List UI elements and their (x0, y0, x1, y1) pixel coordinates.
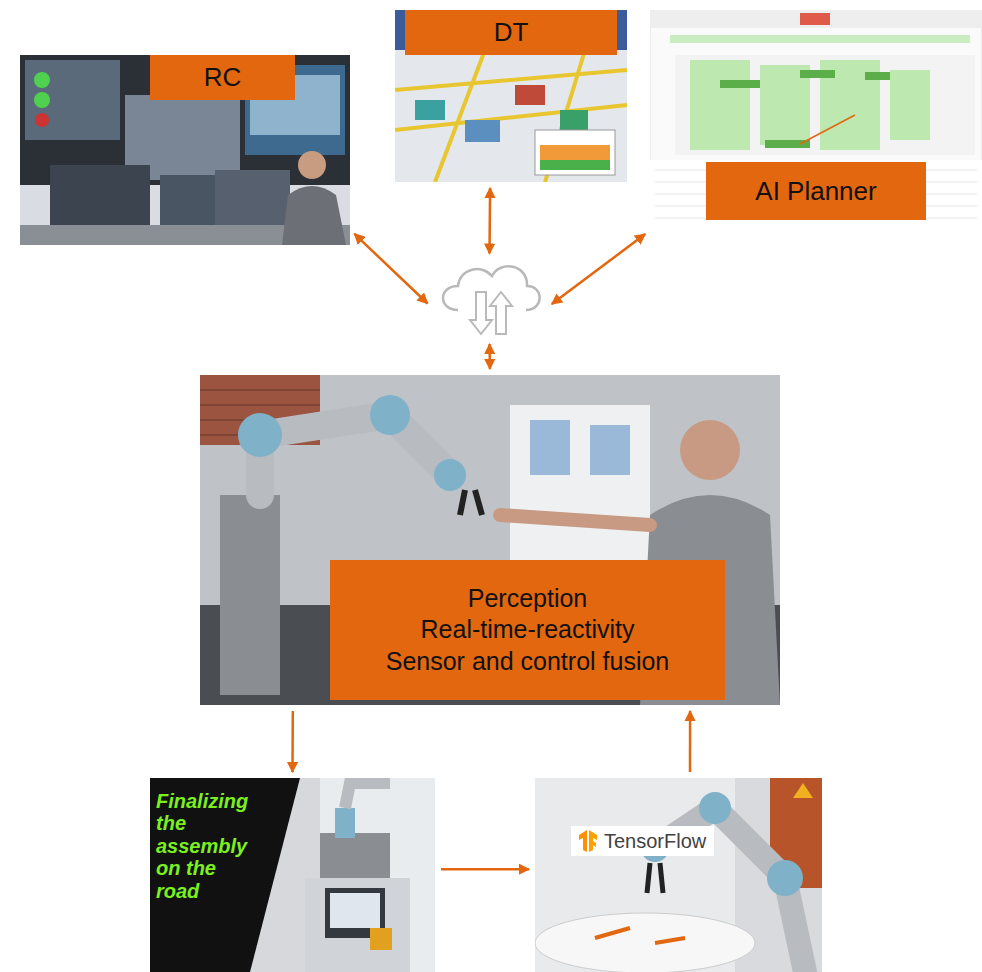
node-label: RC (204, 61, 242, 94)
screenshot-panel: AI Planner (650, 10, 982, 235)
photo-panel: DT (395, 10, 627, 182)
logo-text: TensorFlow (604, 830, 706, 853)
photo-panel: Finalizing the assembly on the road (150, 778, 435, 972)
node-label: AI Planner (755, 175, 876, 208)
photo-panel: RC (20, 55, 350, 245)
node-label: DT (494, 16, 529, 49)
arrow-connector (488, 188, 491, 254)
arrow-connector (291, 711, 294, 772)
node-label: Real-time-reactivity (421, 614, 635, 645)
arrow-connector (441, 868, 529, 871)
node-label: Perception (468, 583, 588, 614)
node-label: Sensor and control fusion (386, 646, 670, 677)
cloud-icon (432, 258, 547, 338)
label-box: AI Planner (706, 162, 926, 220)
illustration (432, 258, 547, 338)
tensorflow-logo (577, 829, 599, 853)
photo-panel: PerceptionReal-time-reactivitySensor and… (200, 375, 780, 705)
overlay-caption: Finalizing the assembly on the road (156, 790, 252, 902)
photo-panel: TensorFlow (535, 778, 822, 972)
arrow-connector (689, 711, 692, 772)
arrow-connector (488, 344, 491, 369)
arrow-connector (354, 234, 427, 304)
illustration (535, 778, 822, 972)
label-box: PerceptionReal-time-reactivitySensor and… (330, 560, 725, 700)
label-box: RC (150, 55, 295, 100)
logo-box: TensorFlow (571, 826, 714, 856)
arrow-connector (552, 234, 645, 304)
label-box: DT (405, 10, 617, 55)
